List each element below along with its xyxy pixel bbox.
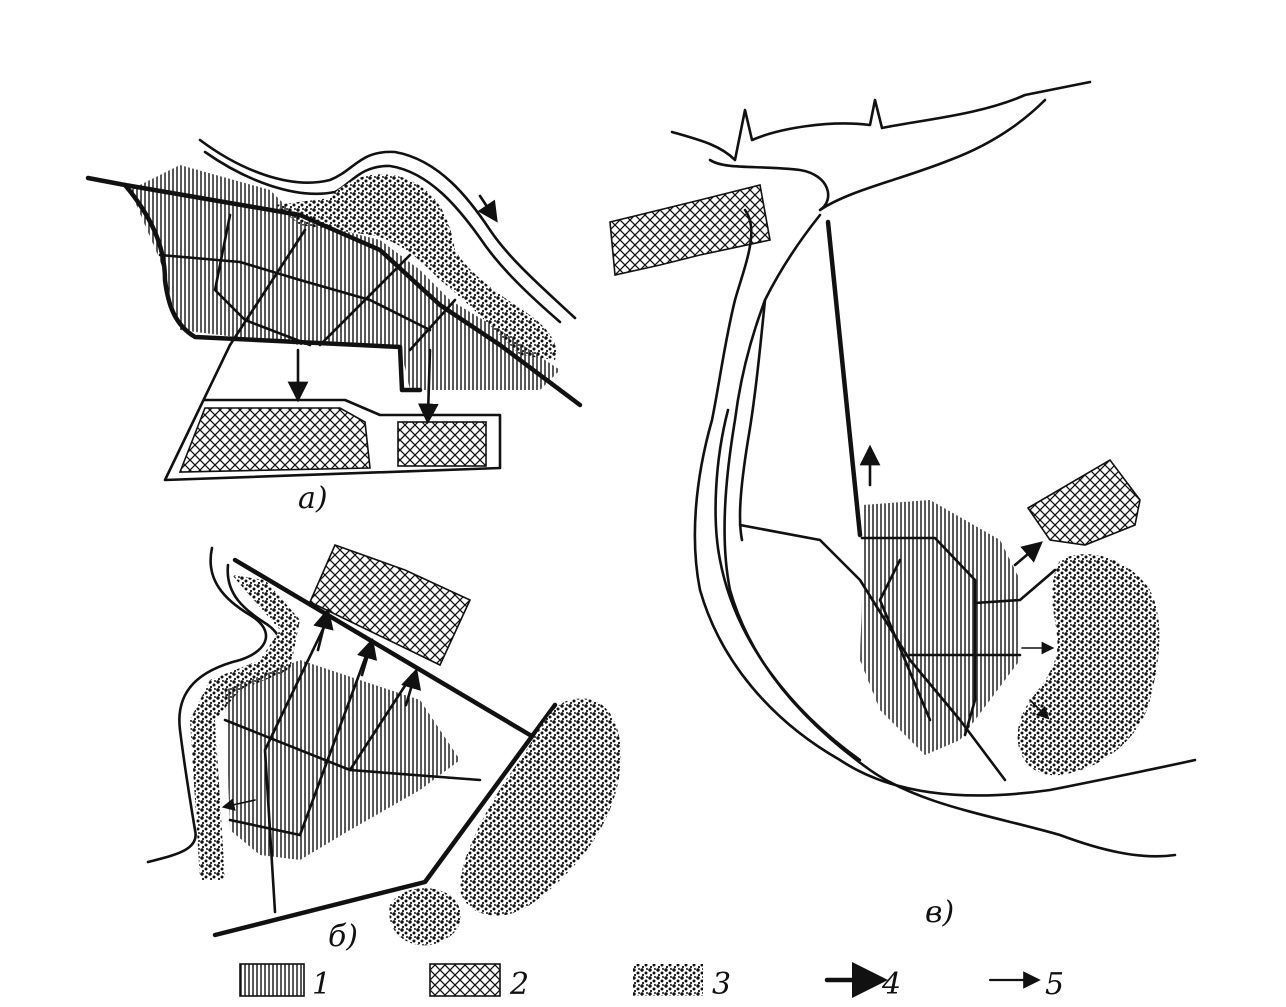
street-a2 — [213, 213, 312, 347]
street-c4 — [973, 568, 1057, 605]
street-c2 — [878, 558, 932, 722]
legend: 1 2 3 4 5 — [239, 962, 1064, 1002]
industrial-zone-a1 — [178, 407, 371, 473]
link-arrow-b3 — [401, 668, 422, 707]
river-c-channel1 — [693, 208, 1197, 797]
road-to-north-c — [825, 219, 863, 538]
panel-c: в) — [609, 80, 1197, 930]
river-bank-outer — [198, 138, 577, 320]
forest-large-b — [459, 698, 621, 916]
link-arrow-b1 — [313, 607, 334, 652]
panel-label-a: а) — [298, 481, 328, 516]
street-b5 — [228, 818, 302, 837]
river-c-north-bank2 — [708, 98, 1047, 212]
residential-zone-c — [860, 500, 1020, 755]
river-c-channel3 — [738, 298, 767, 542]
river-c-inner — [714, 408, 862, 762]
legend-swatch-cross — [429, 963, 501, 997]
industrial-zone-c1 — [609, 184, 771, 276]
legend-item-3: 3 — [633, 964, 731, 1002]
street-b2 — [263, 623, 327, 914]
railway-b — [232, 557, 533, 738]
highway-a — [122, 182, 583, 408]
forest-small-b — [389, 888, 461, 946]
river-bank-inner — [203, 150, 562, 324]
legend-item-4: 4 — [824, 962, 901, 1002]
legend-label-1: 1 — [312, 967, 331, 1002]
district-boundary-a — [163, 343, 502, 482]
panel-b: б) — [146, 543, 621, 954]
street-a1 — [158, 253, 432, 332]
river-c-channel2 — [723, 213, 1177, 858]
link-arrow-b2 — [357, 638, 378, 677]
forest-area-a — [275, 174, 557, 360]
main-road-a — [85, 175, 423, 393]
street-a4 — [318, 253, 412, 347]
forest-strip-b — [190, 575, 300, 880]
forest-zone-c — [1017, 554, 1160, 776]
legend-label-4: 4 — [881, 967, 901, 1002]
street-b3 — [298, 643, 372, 837]
industrial-zone-b — [308, 543, 472, 667]
link-arrow-b4 — [221, 798, 256, 811]
legend-item-1: 1 — [239, 963, 331, 1002]
river-b-bank1 — [146, 546, 268, 864]
industrial-zone-c2 — [1026, 458, 1141, 546]
legend-label-2: 2 — [509, 967, 529, 1002]
link-arrow-c2 — [1013, 541, 1043, 567]
street-c1 — [860, 536, 977, 737]
legend-swatch-forest — [633, 964, 703, 996]
link-arrow-c4 — [1029, 699, 1050, 720]
river-c-north-bank1 — [670, 80, 1092, 162]
highway-b — [212, 702, 558, 938]
legend-label-3: 3 — [712, 967, 731, 1002]
legend-item-2: 2 — [429, 963, 529, 1002]
panel-label-b: б) — [328, 919, 358, 954]
residential-zone-b — [225, 660, 460, 860]
legend-label-5: 5 — [1045, 967, 1064, 1002]
panel-a: а) — [85, 138, 583, 516]
river-flow-arrow-a — [477, 194, 498, 223]
panel-label-c: в) — [925, 895, 954, 930]
street-a5 — [408, 298, 457, 352]
legend-item-5: 5 — [988, 967, 1064, 1002]
legend-swatch-hatch — [239, 963, 305, 997]
industrial-zone-a2 — [397, 421, 487, 467]
street-a3 — [228, 228, 307, 347]
link-arrow-a2 — [417, 348, 439, 425]
